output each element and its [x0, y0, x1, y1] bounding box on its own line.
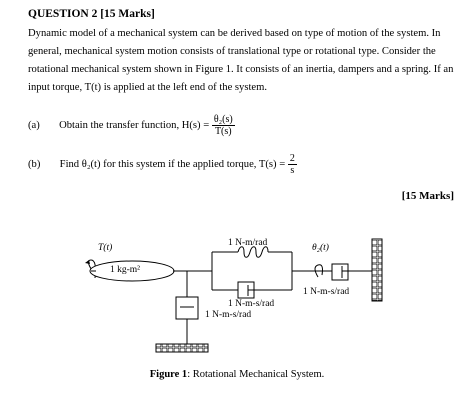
figure-caption: Figure 1: Rotational Mechanical System.: [0, 369, 474, 380]
part-a-label: (a): [28, 119, 40, 131]
part-a: (a) Obtain the transfer function, H(s) =…: [28, 114, 235, 137]
damper-right: [331, 263, 349, 281]
damper-ground: [175, 296, 199, 320]
torque-label: T(t): [98, 243, 113, 253]
inertia-label: 1 kg-m²: [110, 265, 141, 275]
theta-arrow: [314, 264, 323, 278]
damper-ground-label: 1 N-m-s/rad: [205, 310, 252, 320]
ground: [155, 343, 209, 353]
question-paragraph: Dynamic model of a mechanical system can…: [28, 28, 454, 93]
part-b-denominator: s: [290, 165, 295, 176]
part-b-text: Find θ₂(t) for this system if the applie…: [59, 158, 286, 170]
damper-right-label: 1 N-m-s/rad: [303, 287, 350, 297]
part-a-text: Obtain the transfer function, H(s) =: [59, 119, 210, 131]
part-b-numerator: 2: [287, 153, 297, 165]
spring: [237, 246, 269, 258]
figure-caption-bold: Figure 1: [149, 369, 188, 380]
part-a-denominator: T(s): [214, 126, 232, 137]
part-b-fraction: 2 s: [287, 153, 297, 176]
figure-caption-text: : Rotational Mechanical System.: [187, 369, 325, 380]
part-a-fraction: θ₂(s) T(s): [211, 114, 235, 137]
part-a-numerator: θ₂(s): [211, 114, 235, 126]
damper-series-label: 1 N-m-s/rad: [228, 299, 275, 309]
spring-label: 1 N-m/rad: [228, 238, 268, 248]
theta-label: θ₂(t): [312, 243, 329, 253]
part-b: (b) Find θ₂(t) for this system if the ap…: [28, 153, 297, 176]
part-b-label: (b): [28, 158, 41, 170]
marks-label: [15 Marks]: [401, 190, 454, 202]
right-wall: [371, 238, 383, 302]
question-title: QUESTION 2 [15 Marks]: [28, 8, 155, 20]
